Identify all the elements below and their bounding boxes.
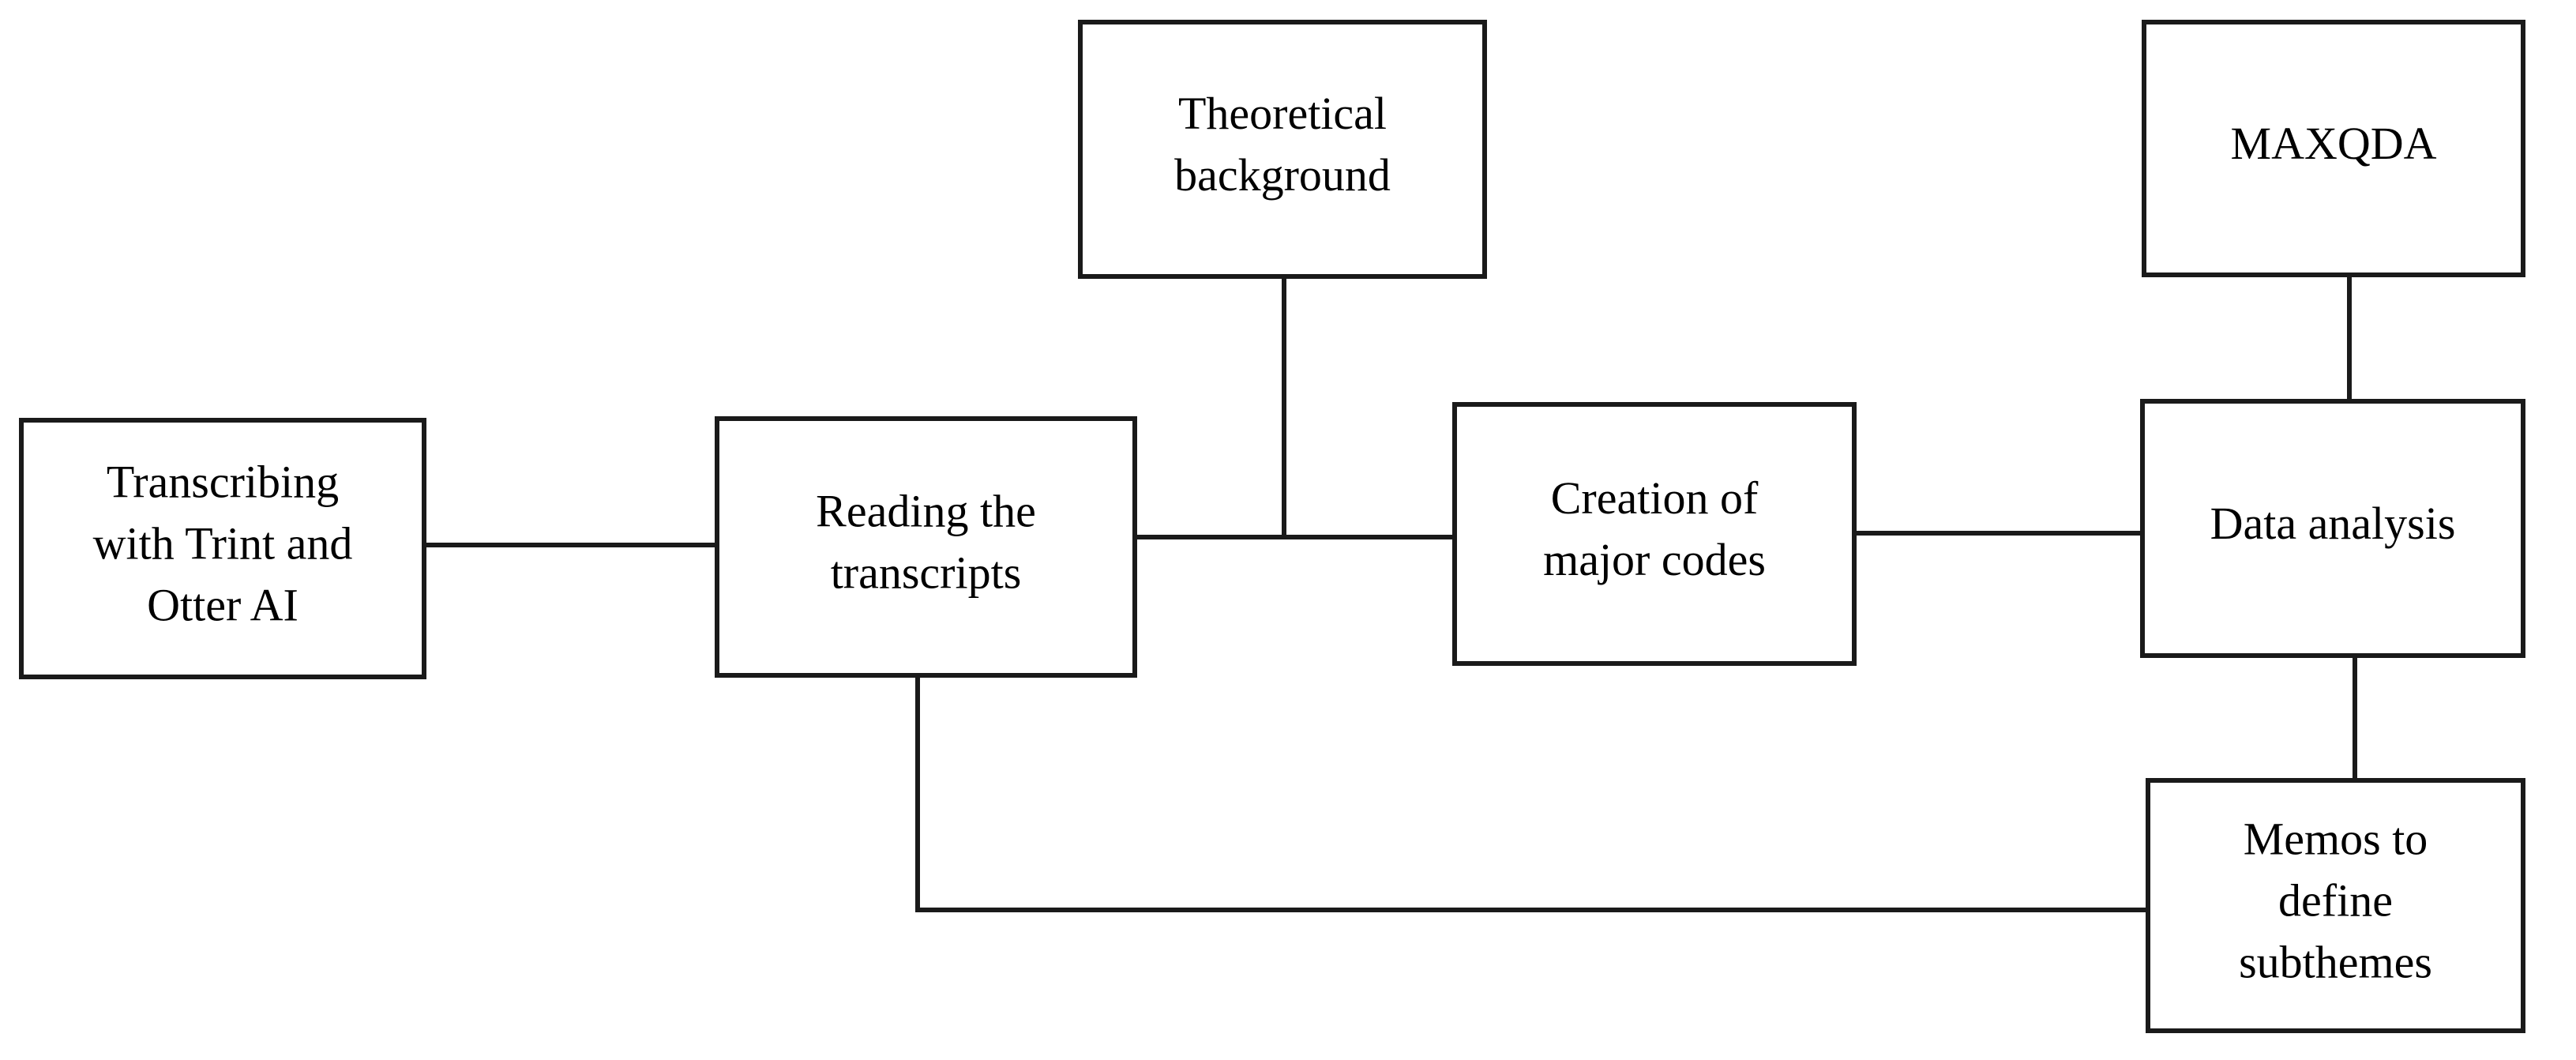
node-data-analysis[interactable]: Data analysis bbox=[2140, 399, 2525, 658]
connector-memos-to-reading bbox=[915, 675, 2148, 912]
node-box-transcribing[interactable] bbox=[19, 418, 426, 679]
node-box-data-analysis[interactable] bbox=[2140, 399, 2525, 658]
node-maxqda[interactable]: MAXQDA bbox=[2142, 20, 2525, 277]
node-box-creation-of-major-codes[interactable] bbox=[1452, 402, 1857, 666]
node-box-memos-to-define-subthemes[interactable] bbox=[2146, 778, 2525, 1033]
node-box-theoretical-background[interactable] bbox=[1078, 20, 1487, 279]
node-box-reading[interactable] bbox=[715, 416, 1137, 678]
connector-group bbox=[424, 275, 2357, 912]
node-label-data-analysis: Data analysis bbox=[2210, 498, 2456, 549]
node-box-maxqda[interactable] bbox=[2142, 20, 2525, 277]
node-label-maxqda: MAXQDA bbox=[2231, 118, 2437, 169]
